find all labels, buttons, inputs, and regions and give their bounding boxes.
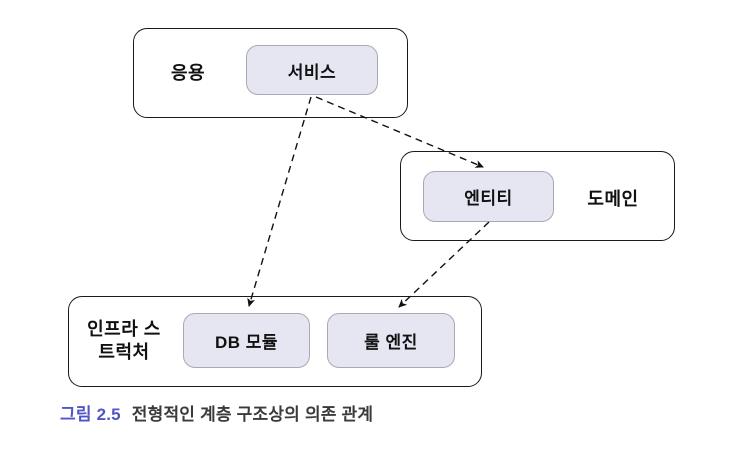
service-component-box: 서비스 [246,45,378,95]
domain-layer-label: 도메인 [587,189,639,209]
infrastructure-layer-label: 인프라 스트럭처 [87,319,161,362]
arrow-service-to-db-module [247,96,312,307]
figure-title: 전형적인 계층 구조상의 의존 관계 [131,405,374,424]
figure-number: 그림 2.5 [60,405,121,424]
figure-caption: 그림 2.5 전형적인 계층 구조상의 의존 관계 [60,400,373,425]
rule-engine-component-box: 룰 엔진 [327,313,455,368]
db-module-component-box: DB 모듈 [183,313,310,368]
application-layer-label: 응용 [170,63,206,83]
entity-component-box: 엔티티 [423,171,554,222]
